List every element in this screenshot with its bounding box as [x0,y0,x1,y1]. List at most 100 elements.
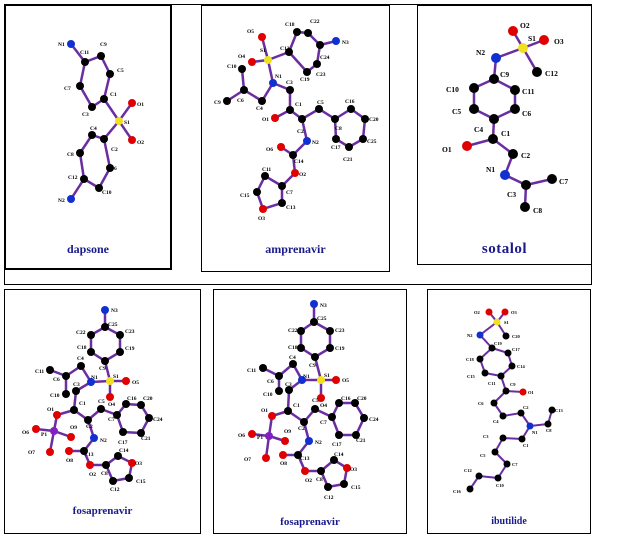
svg-text:S1: S1 [324,373,330,379]
svg-text:C5: C5 [452,107,461,116]
svg-text:C5: C5 [117,68,124,74]
svg-text:C18: C18 [77,345,87,351]
svg-text:C17: C17 [118,440,128,446]
svg-text:C8: C8 [316,477,323,483]
svg-text:C18: C18 [288,345,298,351]
svg-text:C19: C19 [494,341,502,346]
compound-name-amprenavir: amprenavir [265,242,326,256]
svg-text:N1: N1 [532,430,538,435]
svg-text:O1: O1 [262,117,269,123]
svg-text:N2: N2 [467,333,473,338]
svg-text:O1: O1 [528,390,535,395]
svg-text:C10: C10 [263,392,273,398]
svg-text:C20: C20 [369,117,379,123]
svg-text:C15: C15 [467,374,475,379]
svg-text:C5: C5 [98,399,105,405]
svg-text:C20: C20 [512,334,520,339]
svg-text:O2: O2 [89,472,96,478]
svg-text:N3: N3 [342,40,349,46]
svg-text:C13: C13 [286,205,296,211]
svg-text:C24: C24 [320,55,330,61]
svg-text:C2: C2 [111,147,118,153]
svg-text:C14: C14 [517,364,525,369]
svg-text:C21: C21 [343,157,353,163]
svg-text:C16: C16 [127,396,137,402]
svg-text:C2: C2 [86,424,93,430]
svg-text:N3: N3 [111,308,118,314]
svg-text:C23: C23 [125,329,135,335]
compound-name-ibutilide: ibutilide [491,516,527,527]
svg-text:O8: O8 [66,458,73,464]
svg-text:C19: C19 [125,346,135,352]
svg-text:C4: C4 [493,419,499,424]
svg-text:S1: S1 [124,120,130,126]
svg-text:C16: C16 [345,99,355,105]
svg-text:C12: C12 [110,487,120,493]
svg-text:C4: C4 [474,125,483,134]
svg-text:C19: C19 [300,77,310,83]
svg-text:O2: O2 [474,310,481,315]
svg-text:P1: P1 [41,432,47,438]
svg-text:C4: C4 [256,106,263,112]
svg-text:O9: O9 [70,425,77,431]
compound-name-fosaprenavir-1: fosaprenavir [72,505,133,517]
svg-text:C3: C3 [285,382,292,388]
svg-text:C15: C15 [136,479,146,485]
svg-text:C6: C6 [522,109,531,118]
svg-text:O1: O1 [47,407,54,413]
svg-text:C14: C14 [334,452,344,458]
svg-text:O5: O5 [342,378,349,384]
svg-text:C10: C10 [496,483,504,488]
svg-text:C6: C6 [267,379,274,385]
svg-text:C15: C15 [240,193,250,199]
svg-text:C14: C14 [119,448,129,454]
svg-text:N1: N1 [58,42,65,48]
svg-text:C12: C12 [280,46,290,52]
svg-text:C25: C25 [367,139,377,145]
svg-text:C9: C9 [100,42,107,48]
svg-text:C4: C4 [90,126,97,132]
svg-text:C25: C25 [317,316,327,322]
svg-text:C18: C18 [285,22,295,28]
svg-text:C6: C6 [53,377,60,383]
svg-text:C11: C11 [522,87,535,96]
svg-text:C20: C20 [143,396,153,402]
svg-text:N3: N3 [320,303,327,309]
svg-text:O8: O8 [280,461,287,467]
svg-text:O3: O3 [554,37,564,46]
svg-text:C7: C7 [64,86,71,92]
svg-text:C2: C2 [523,405,529,410]
svg-text:O6: O6 [238,433,245,439]
svg-text:C2: C2 [521,151,530,160]
svg-text:C1: C1 [523,443,529,448]
svg-text:O5: O5 [247,29,254,35]
svg-text:C5: C5 [312,398,319,404]
svg-text:C23: C23 [335,328,345,334]
svg-text:C8: C8 [335,126,342,132]
svg-text:C17: C17 [332,442,342,448]
svg-text:C21: C21 [356,438,366,444]
svg-text:C22: C22 [288,328,298,334]
svg-text:P1: P1 [257,435,263,441]
svg-text:O1: O1 [261,408,268,414]
svg-text:O5: O5 [132,380,139,386]
svg-text:C3: C3 [483,434,489,439]
svg-text:C11: C11 [247,368,256,374]
svg-text:N1: N1 [486,165,495,174]
svg-text:S1: S1 [260,48,266,54]
svg-text:C11: C11 [80,50,89,56]
svg-text:S1: S1 [113,374,119,380]
svg-text:C7: C7 [286,190,293,196]
compound-name-sotalol: sotalol [481,241,528,257]
svg-text:C13: C13 [84,452,94,458]
svg-text:C10: C10 [227,64,237,70]
svg-text:C3: C3 [73,382,80,388]
svg-text:C24: C24 [369,417,379,423]
svg-text:C18: C18 [466,357,474,362]
svg-text:C2: C2 [297,129,304,135]
